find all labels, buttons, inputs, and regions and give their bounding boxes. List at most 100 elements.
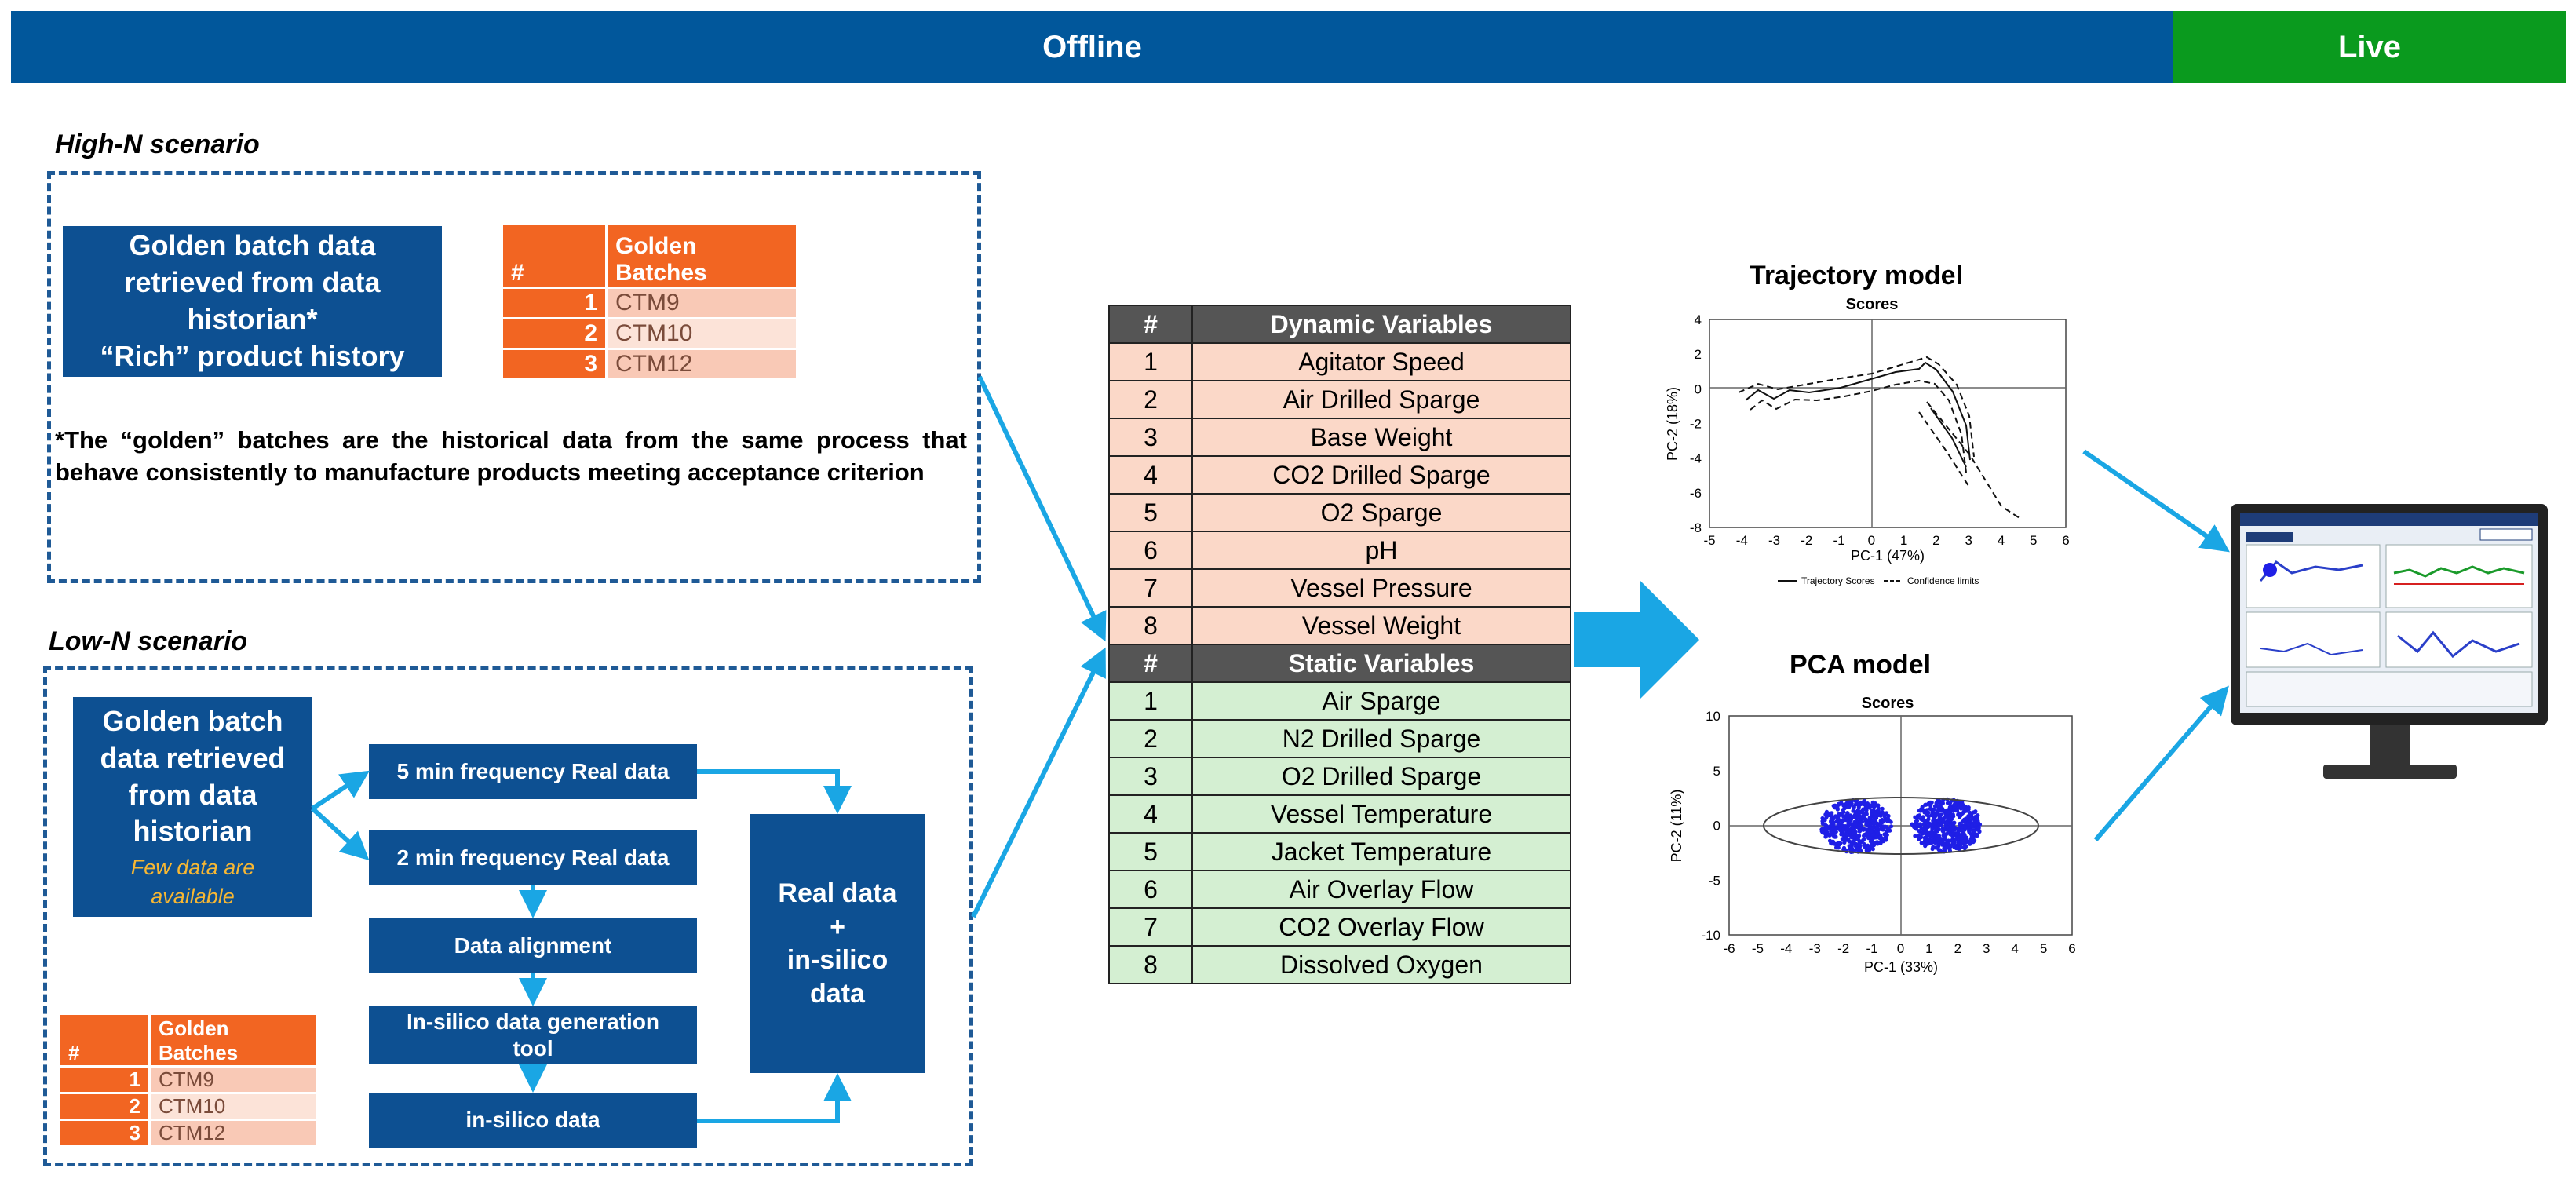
- score-point: [1876, 808, 1881, 812]
- score-point: [1828, 811, 1833, 816]
- score-point: [1841, 803, 1846, 808]
- score-point: [1968, 841, 1972, 846]
- high-n-golden-batches-table: # Golden Batches 1 CTM9 2 CTM10 3 CTM12: [501, 223, 798, 381]
- score-point: [1947, 817, 1951, 822]
- score-point: [1961, 805, 1965, 810]
- x-tick-label: 2: [1932, 533, 1939, 548]
- score-point: [1841, 847, 1846, 852]
- variable-number: 2: [1108, 380, 1193, 419]
- score-point: [1888, 819, 1893, 824]
- score-point: [1827, 838, 1833, 843]
- score-point: [1864, 808, 1869, 812]
- x-tick-label: 0: [1897, 941, 1904, 956]
- score-point: [1870, 845, 1874, 849]
- score-point: [1926, 801, 1931, 806]
- x-axis-label: PC-1 (47%): [1851, 548, 1925, 564]
- variable-number: 3: [1108, 418, 1193, 457]
- score-point: [1836, 816, 1841, 821]
- score-point: [1923, 802, 1928, 807]
- score-point: [1833, 826, 1837, 830]
- variable-number: 8: [1108, 606, 1193, 645]
- chart-title: Scores: [1862, 695, 1914, 712]
- score-point: [1839, 811, 1844, 816]
- score-point: [1864, 827, 1869, 832]
- score-point: [1848, 817, 1853, 822]
- combined-line: data: [810, 978, 865, 1009]
- score-point: [1917, 829, 1921, 834]
- score-point: [1969, 834, 1974, 839]
- branch-to-5min-arrow: [311, 770, 370, 811]
- score-point: [1915, 815, 1920, 819]
- variable-number: 4: [1108, 455, 1193, 495]
- score-point: [1941, 819, 1946, 825]
- confidence-ellipse: [1763, 797, 2039, 855]
- offline-label: Offline: [1042, 29, 1142, 64]
- variable-name: O2 Sparge: [1191, 493, 1571, 532]
- y-tick-label: -6: [1690, 486, 1702, 501]
- golden-batch-footnote: *The “golden” batches are the historical…: [55, 426, 967, 487]
- score-point: [1844, 813, 1849, 818]
- table-row: 2 CTM10: [501, 317, 798, 350]
- variable-name: Air Drilled Sparge: [1191, 380, 1571, 419]
- score-point: [1872, 816, 1877, 820]
- variable-number: #: [1108, 305, 1193, 344]
- score-point: [1853, 822, 1858, 827]
- batch-name: CTM9: [605, 287, 798, 319]
- score-point: [1924, 810, 1929, 815]
- score-point: [1880, 806, 1885, 811]
- score-point: [1933, 841, 1938, 845]
- y-axis-label: PC-2 (18%): [1665, 387, 1680, 461]
- table-to-models-arrow: [1574, 581, 1699, 699]
- score-point: [1847, 829, 1852, 834]
- score-point: [1910, 822, 1914, 827]
- score-point: [1861, 827, 1866, 832]
- variable-number: 6: [1108, 531, 1193, 570]
- y-tick-label: -8: [1690, 520, 1702, 535]
- score-point: [1881, 819, 1886, 824]
- score-point: [1840, 837, 1844, 841]
- in-silico-tool-label: In-silico data generation tool: [406, 1009, 660, 1060]
- score-point: [1914, 819, 1918, 824]
- score-point: [1958, 845, 1963, 849]
- batch-name: CTM12: [148, 1119, 318, 1148]
- score-point: [1936, 809, 1940, 813]
- table-row: 2 CTM10: [58, 1092, 318, 1121]
- score-point: [1920, 841, 1925, 845]
- score-point: [1950, 812, 1954, 817]
- in-silico-data-box: in-silico data: [369, 1093, 697, 1148]
- variable-name: Base Weight: [1191, 418, 1571, 457]
- high-n-title: High-N scenario: [55, 130, 260, 159]
- x-tick-label: -1: [1833, 533, 1845, 548]
- variable-name: Dissolved Oxygen: [1191, 945, 1571, 984]
- combined-line: +: [830, 911, 845, 942]
- y-tick-label: 10: [1706, 709, 1720, 724]
- score-point: [1841, 833, 1846, 838]
- score-point: [1943, 835, 1947, 840]
- score-point: [1935, 829, 1940, 834]
- x-tick-label: 1: [1925, 941, 1932, 956]
- variable-number: 6: [1108, 870, 1193, 909]
- score-point: [1913, 834, 1917, 838]
- score-point: [1949, 838, 1954, 843]
- score-point: [1940, 799, 1945, 804]
- variable-number: #: [1108, 644, 1193, 683]
- legend-entry: Confidence limits: [1907, 575, 1979, 586]
- score-point: [1858, 819, 1863, 824]
- static-header-row: #Static Variables: [1108, 644, 1571, 683]
- score-point: [1827, 833, 1832, 838]
- low-n-title: Low-N scenario: [49, 626, 248, 656]
- score-point: [1878, 822, 1883, 827]
- score-point: [1933, 825, 1938, 830]
- score-point: [1846, 805, 1851, 809]
- table-row: 3 CTM12: [58, 1119, 318, 1148]
- variable-name: Vessel Temperature: [1191, 794, 1571, 834]
- x-tick-label: 4: [2011, 941, 2018, 956]
- score-point: [1976, 826, 1981, 830]
